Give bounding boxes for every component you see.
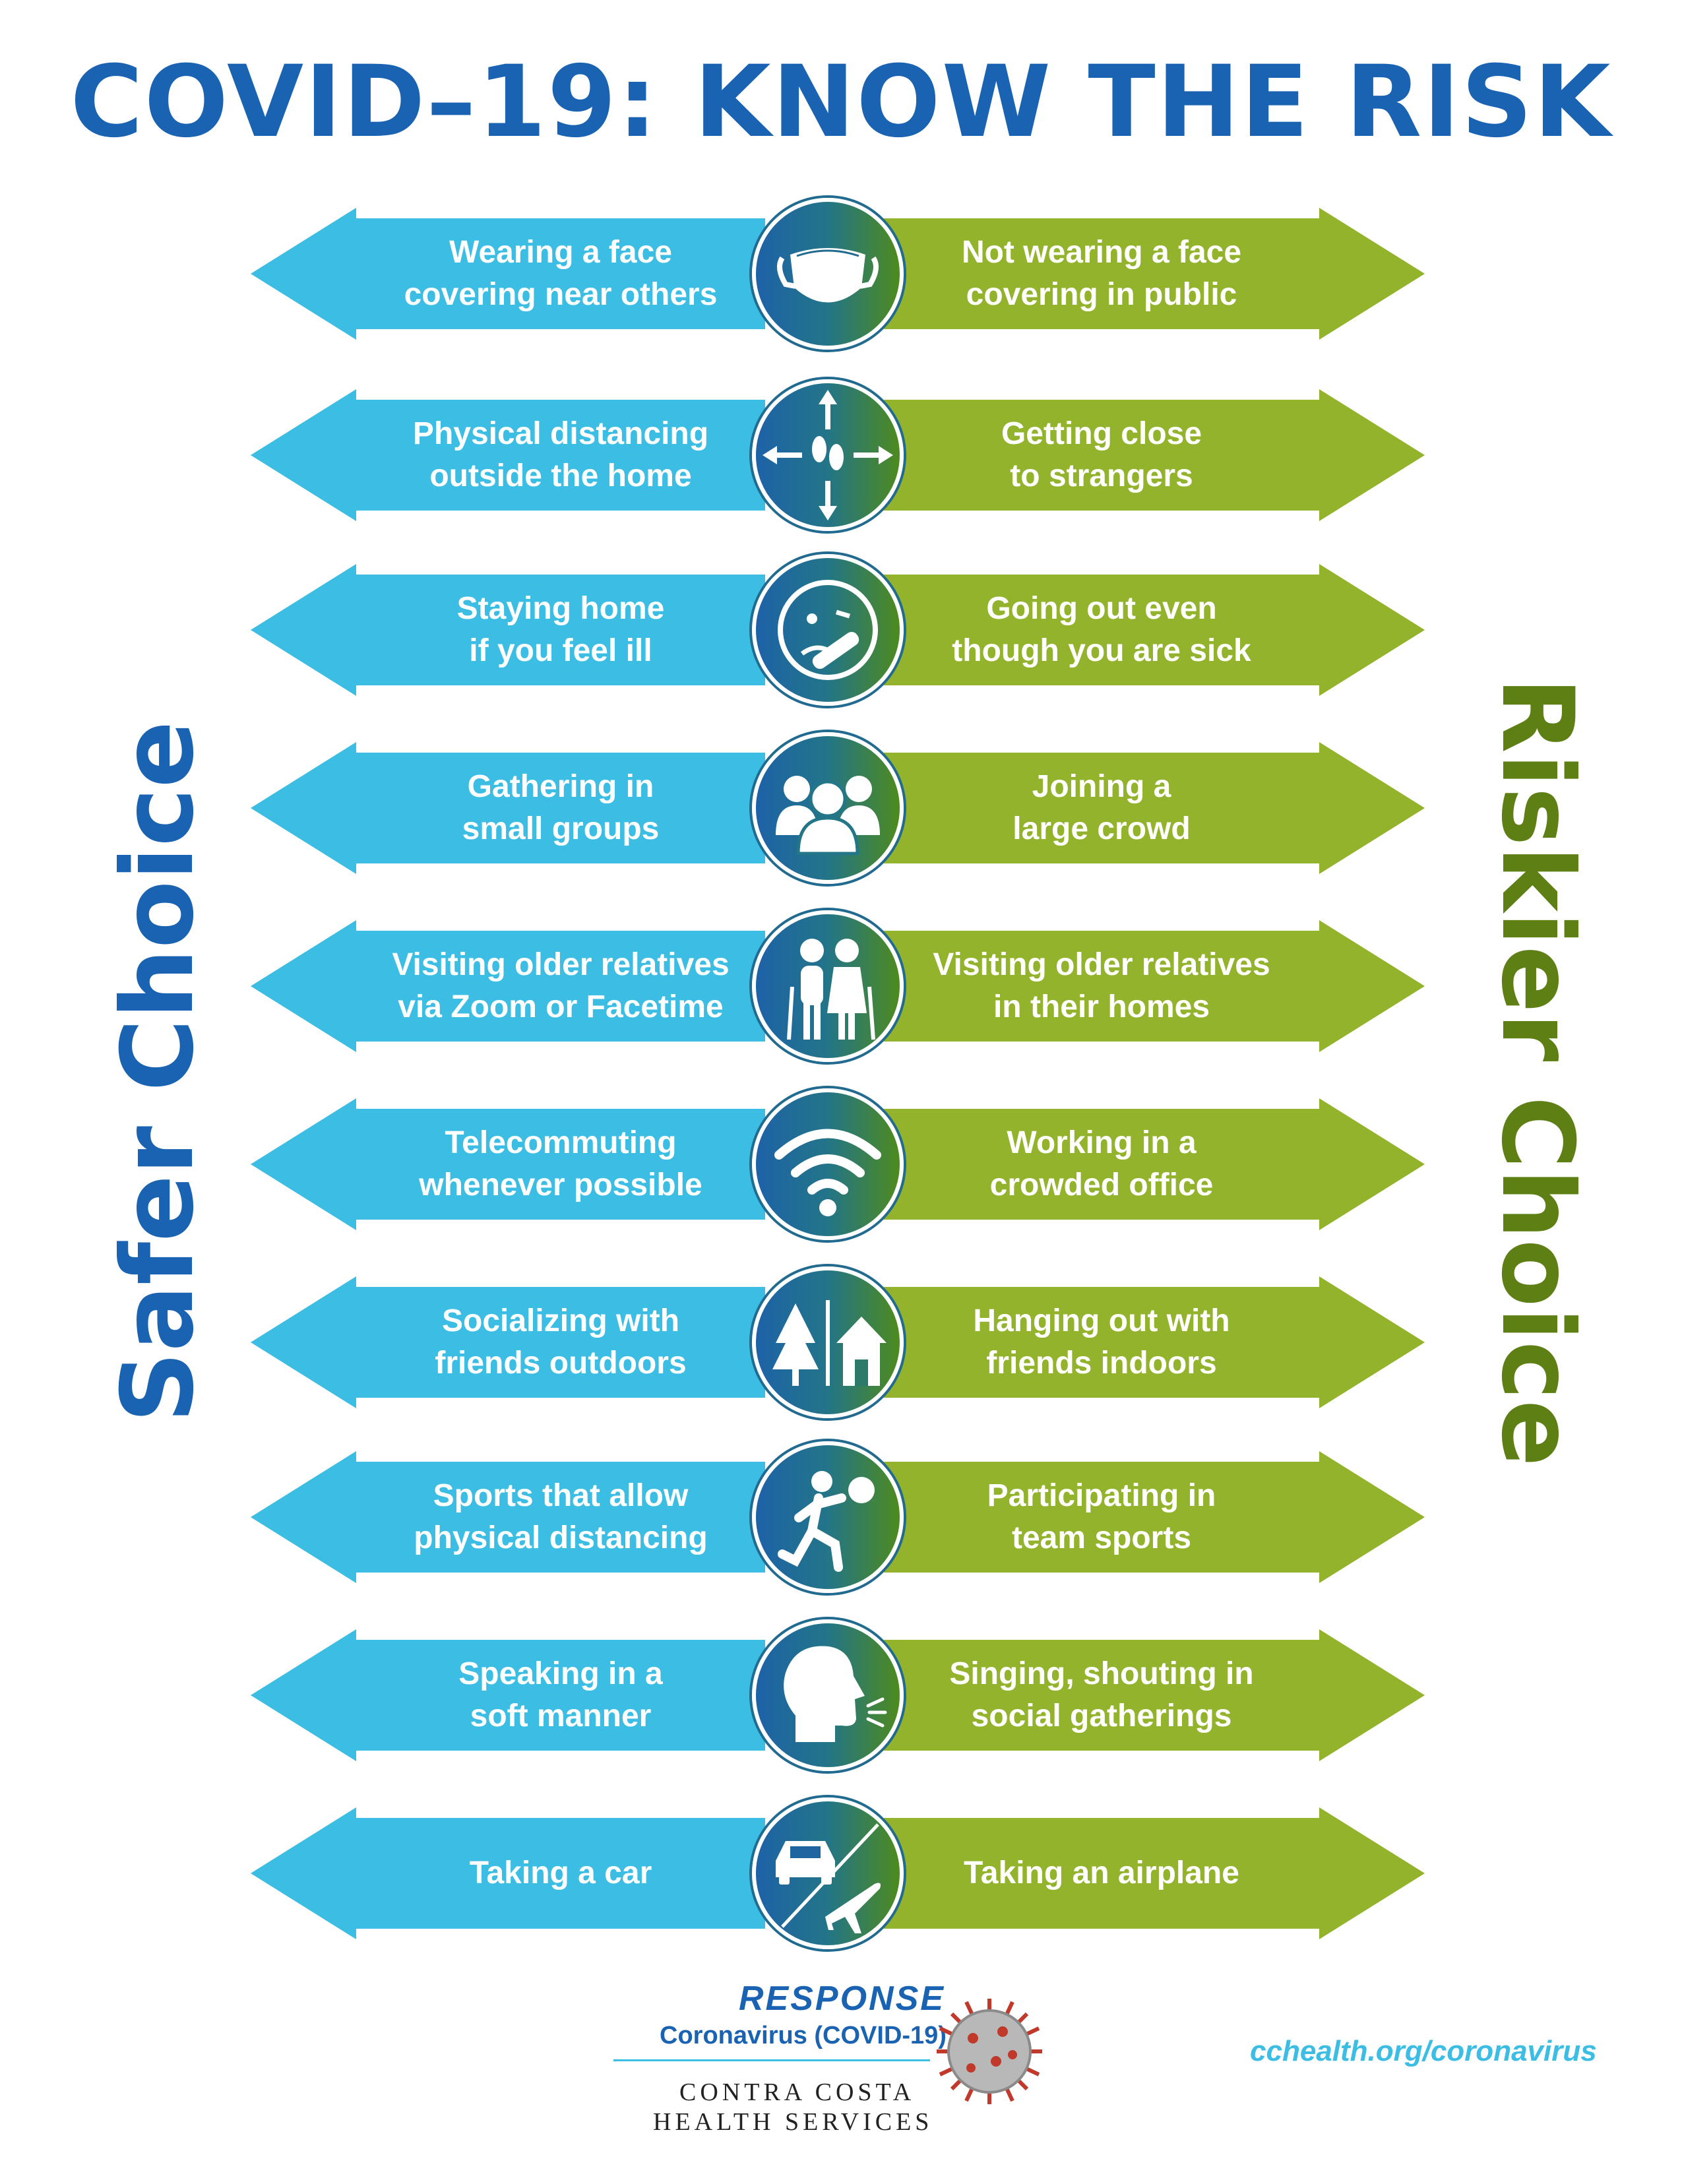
- safer-arrow: Physical distancing outside the home: [251, 389, 765, 521]
- group-of-people-icon: [752, 732, 904, 884]
- riskier-text: Hanging out with friends indoors: [973, 1303, 1230, 1381]
- safer-arrow: Socializing with friends outdoors: [251, 1276, 765, 1408]
- riskier-arrow: Joining a large crowd: [884, 742, 1425, 874]
- safer-text: Visiting older relatives via Zoom or Fac…: [392, 947, 730, 1024]
- riskier-text: Working in a crowded office: [989, 1125, 1214, 1202]
- risk-row: Speaking in a soft manner Singing, shout…: [0, 1619, 1682, 1771]
- riskier-arrow: Hanging out with friends indoors: [884, 1276, 1425, 1408]
- safer-arrow: Taking a car: [251, 1807, 765, 1939]
- riskier-text: Visiting older relatives in their homes: [933, 947, 1270, 1024]
- footer-divider: [613, 2059, 930, 2061]
- sick-face-thermometer-icon: [752, 554, 904, 706]
- riskier-text: Singing, shouting in social gatherings: [949, 1656, 1254, 1733]
- riskier-arrow: Getting close to strangers: [884, 389, 1425, 521]
- riskier-text: Getting close to strangers: [1001, 416, 1202, 493]
- riskier-text: Not wearing a face covering in public: [961, 235, 1242, 312]
- coronavirus-icon: [937, 1999, 1042, 2104]
- risk-row: Taking a car Taking an airplane: [0, 1797, 1682, 1949]
- riskier-arrow: Not wearing a face covering in public: [884, 208, 1425, 340]
- safer-arrow: Telecommuting whenever possible: [251, 1098, 765, 1230]
- elderly-couple-icon: [752, 910, 904, 1062]
- riskier-text: Taking an airplane: [964, 1856, 1239, 1890]
- safer-text: Taking a car: [469, 1856, 652, 1890]
- riskier-arrow: Singing, shouting in social gatherings: [884, 1629, 1425, 1761]
- org-name-line1: CONTRA COSTA: [679, 2078, 916, 2106]
- safer-text: Telecommuting whenever possible: [419, 1125, 702, 1202]
- riskier-arrow: Going out even though you are sick: [884, 564, 1425, 696]
- riskier-text: Joining a large crowd: [1012, 769, 1191, 846]
- safer-arrow: Gathering in small groups: [251, 742, 765, 874]
- response-heading: RESPONSE: [739, 1980, 945, 2018]
- safer-text: Speaking in a soft manner: [458, 1656, 663, 1733]
- ball-player-icon: [752, 1441, 904, 1593]
- safer-arrow: Staying home if you feel ill: [251, 564, 765, 696]
- safer-arrow: Wearing a face covering near others: [251, 208, 765, 340]
- safer-text: Staying home if you feel ill: [456, 591, 665, 668]
- safer-text: Physical distancing outside the home: [412, 416, 709, 493]
- risk-row: Gathering in small groups Joining a larg…: [0, 732, 1682, 884]
- riskier-text: Participating in team sports: [987, 1478, 1216, 1555]
- org-name-line2: HEALTH SERVICES: [653, 2108, 933, 2136]
- risk-row: Sports that allow physical distancing Pa…: [0, 1441, 1682, 1593]
- risk-row: Staying home if you feel ill Going out e…: [0, 554, 1682, 706]
- riskier-arrow: Working in a crowded office: [884, 1098, 1425, 1230]
- risk-row: Physical distancing outside the home Get…: [0, 379, 1682, 531]
- safer-text: Sports that allow physical distancing: [414, 1478, 708, 1555]
- car-and-airplane-icon: [752, 1797, 904, 1949]
- safer-arrow: Visiting older relatives via Zoom or Fac…: [251, 920, 765, 1052]
- page-title: COVID–19: KNOW THE RISK: [70, 45, 1612, 160]
- risk-row: Wearing a face covering near others Not …: [0, 198, 1682, 350]
- safer-text: Socializing with friends outdoors: [435, 1303, 687, 1381]
- risk-row: Telecommuting whenever possible Working …: [0, 1088, 1682, 1240]
- safer-arrow: Speaking in a soft manner: [251, 1629, 765, 1761]
- risk-row: Visiting older relatives via Zoom or Fac…: [0, 910, 1682, 1062]
- safer-arrow: Sports that allow physical distancing: [251, 1451, 765, 1583]
- riskier-text: Going out even though you are sick: [952, 591, 1251, 668]
- website-link[interactable]: cchealth.org/coronavirus: [1250, 2035, 1597, 2067]
- safer-text: Wearing a face covering near others: [404, 235, 718, 312]
- wifi-icon: [752, 1088, 904, 1240]
- risk-row: Socializing with friends outdoors Hangin…: [0, 1266, 1682, 1418]
- footprints-arrows-icon: [752, 379, 904, 531]
- face-mask-icon: [752, 198, 904, 350]
- riskier-arrow: Participating in team sports: [884, 1451, 1425, 1583]
- riskier-arrow: Visiting older relatives in their homes: [884, 920, 1425, 1052]
- tree-and-house-icon: [752, 1266, 904, 1418]
- riskier-arrow: Taking an airplane: [884, 1807, 1425, 1939]
- speaking-head-icon: [752, 1619, 904, 1771]
- safer-text: Gathering in small groups: [462, 769, 660, 846]
- covid-subheading: Coronavirus (COVID-19): [660, 2022, 947, 2049]
